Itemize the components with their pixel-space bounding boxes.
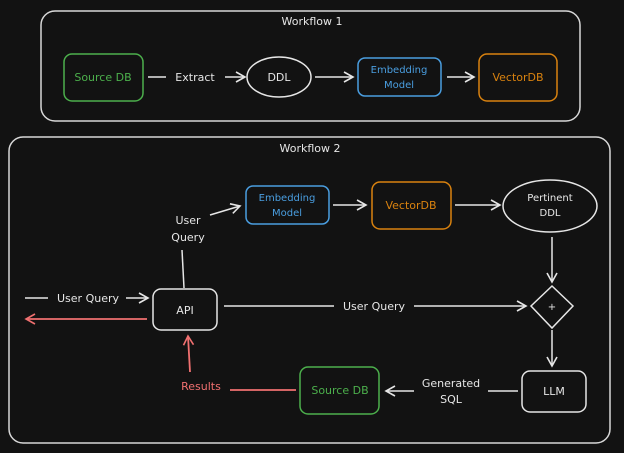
wf2-user-query-in-label: User Query — [57, 292, 119, 305]
wf2-pertinent-ddl-label-2: DDL — [540, 208, 561, 219]
wf1-ddl-node[interactable] — [246, 56, 312, 98]
wf2-llm-node[interactable] — [521, 370, 587, 413]
wf2-api-label: API — [176, 304, 193, 317]
wf1-embedding-node[interactable] — [357, 57, 442, 97]
wf2-embedding-node[interactable] — [245, 185, 330, 225]
wf2-llm-label: LLM — [543, 385, 565, 398]
wf1-embedding-label-2: Model — [384, 80, 414, 91]
wf2-combine-node[interactable] — [529, 284, 575, 330]
wf2-api-up-edge — [181, 249, 185, 289]
wf1-vectordb-node[interactable] — [478, 53, 558, 102]
workflow1-title: Workflow 1 — [281, 15, 342, 28]
wf2-pertinent-ddl-label-1: Pertinent — [527, 193, 572, 204]
wf2-source-db-label: Source DB — [311, 384, 368, 397]
wf2-user-query-up-label-1: User — [175, 214, 201, 227]
wf2-vectordb-node[interactable] — [371, 181, 452, 230]
workflow2-title: Workflow 2 — [279, 142, 340, 155]
wf2-user-query-mid-label: User Query — [343, 300, 405, 313]
wf2-vectordb-label: VectorDB — [385, 199, 436, 212]
wf1-source-db-label: Source DB — [74, 71, 131, 84]
wf2-embedding-label-2: Model — [272, 208, 302, 219]
wf1-embedding-label-1: Embedding — [371, 65, 428, 76]
wf2-api-node[interactable] — [152, 288, 218, 331]
wf2-embedding-label-1: Embedding — [259, 193, 316, 204]
wf1-vectordb-label: VectorDB — [492, 71, 543, 84]
wf2-user-query-up-label-2: Query — [171, 231, 205, 244]
workflow1-frame — [40, 10, 581, 122]
wf2-combine-label: + — [548, 302, 556, 313]
wf2-generated-sql-label-1: Generated — [422, 377, 480, 390]
wf1-extract-label: Extract — [175, 71, 215, 84]
wf2-user-query-to-embedding-edge — [209, 203, 242, 216]
wf1-source-db-node[interactable] — [63, 53, 144, 102]
wf1-ddl-label: DDL — [267, 71, 291, 84]
wf2-results-label: Results — [181, 380, 221, 393]
wf2-pertinent-ddl-node[interactable] — [502, 179, 598, 233]
wf2-source-db-node[interactable] — [299, 366, 380, 415]
wf2-generated-sql-label-2: SQL — [440, 393, 463, 406]
wf2-results-to-api-arrow — [182, 334, 195, 373]
workflow2-frame — [8, 136, 611, 444]
